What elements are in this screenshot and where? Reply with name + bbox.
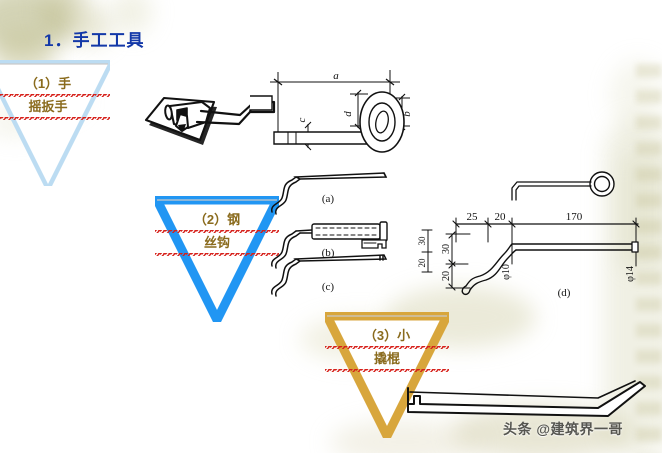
page-title: 1．手工工具 [44, 31, 145, 50]
callout-2-line1: （2）钢 [155, 210, 279, 233]
callout-3-line1: （3）小 [325, 326, 449, 349]
detail-dim-170: 170 [566, 211, 583, 223]
dim-label-d: d [342, 111, 354, 117]
hook-label-c: (c) [322, 281, 335, 293]
watermark-text: 头条 @建筑界一哥 [503, 421, 624, 437]
hook-side-dim-20: 20 [417, 258, 427, 268]
callout-1-line1: （1）手 [0, 74, 110, 97]
detail-vdim-20: 20 [441, 271, 452, 281]
figure-hand-crank-wrench-photo [140, 62, 280, 172]
figure-wire-hooks: (a) (b) (c) 30 20 [262, 168, 447, 300]
detail-dim-25: 25 [467, 211, 479, 223]
callout-2-line2: 丝钩 [155, 233, 279, 256]
callout-3-line2: 撬棍 [325, 349, 449, 372]
figure-hook-detail-d: 25 20 170 30 20 φ10 φ14 (d) [440, 168, 655, 300]
dim-label-a: a [333, 70, 339, 82]
callout-3-text: （3）小 撬棍 [325, 326, 449, 372]
dim-label-b: b [401, 111, 413, 117]
hook-side-dim-30: 30 [417, 236, 427, 246]
callout-hand-crank-wrench[interactable]: （1）手 摇扳手 [0, 60, 110, 186]
detail-diameter-14: φ14 [625, 266, 636, 282]
detail-dim-20: 20 [495, 211, 507, 223]
detail-label-d: (d) [558, 287, 571, 299]
callout-small-pry-bar[interactable]: （3）小 撬棍 [325, 312, 449, 438]
detail-diameter-10: φ10 [501, 264, 512, 280]
callout-1-text: （1）手 摇扳手 [0, 74, 110, 120]
hook-label-a: (a) [322, 193, 335, 205]
callout-2-text: （2）钢 丝钩 [155, 210, 279, 256]
callout-1-line2: 摇扳手 [0, 97, 110, 120]
hook-label-b: (b) [322, 247, 335, 259]
callout-wire-hook[interactable]: （2）钢 丝钩 [155, 196, 279, 322]
figure-wrench-dimensions: a b c d [250, 58, 430, 170]
dim-label-c: c [296, 117, 308, 122]
figure-small-pry-bar [402, 372, 652, 420]
detail-vdim-30: 30 [441, 244, 452, 254]
